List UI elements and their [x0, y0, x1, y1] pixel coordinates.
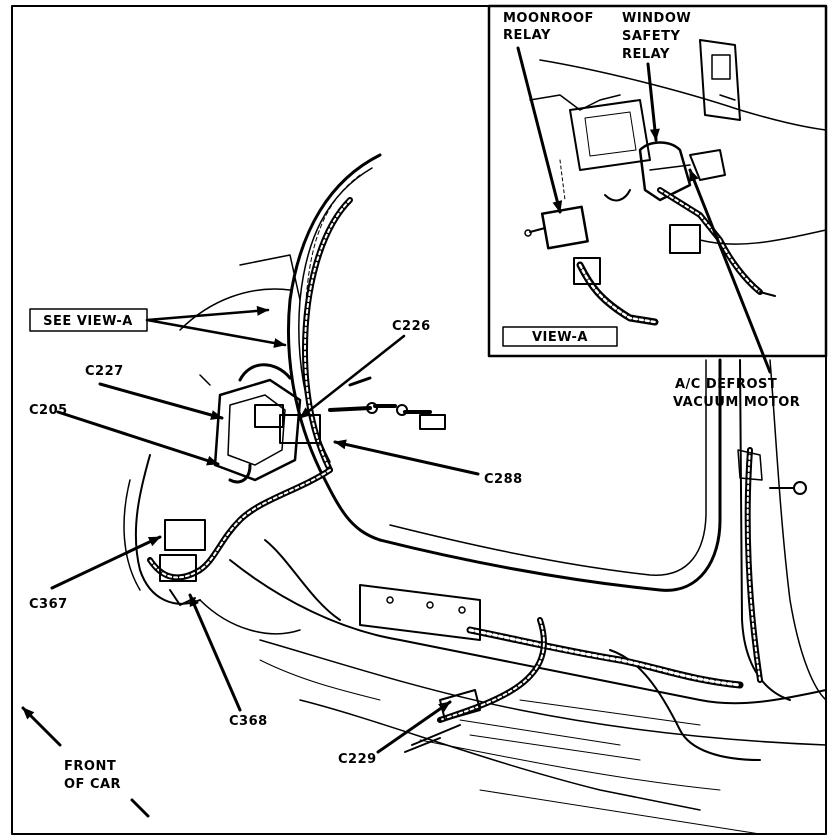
c368-label: C368 — [229, 714, 268, 729]
view-a-label: VIEW-A — [532, 330, 588, 345]
c229-arrow — [376, 700, 452, 754]
c205-label: C205 — [29, 403, 68, 418]
view-a-illustration — [524, 39, 827, 326]
see-view-a-label: SEE VIEW-A — [43, 314, 133, 329]
window-safety-relay-arrow — [646, 62, 660, 142]
view-a-label-box — [502, 326, 618, 347]
front-of-car-arrow — [21, 706, 62, 747]
ac-defrost-arrow — [688, 168, 772, 374]
c367-label: C367 — [29, 597, 68, 612]
c288-label: C288 — [484, 472, 523, 487]
front-of-car-label-line1: FRONT — [64, 759, 116, 774]
see-view-a-arrow-upper — [145, 305, 270, 322]
diagram-border — [11, 5, 827, 835]
window-safety-relay-label-line2: SAFETY — [622, 29, 681, 44]
vehicle-body-illustration — [123, 153, 827, 835]
view-a-frame — [487, 4, 828, 358]
front-of-car-tail — [130, 798, 150, 818]
moonroof-relay-label-line2: RELAY — [503, 28, 551, 43]
front-of-car-label-line2: OF CAR — [64, 777, 121, 792]
c227-label: C227 — [85, 364, 124, 379]
ac-defrost-label-line1: A/C DEFROST — [675, 377, 777, 392]
c367-arrow — [50, 535, 162, 590]
c288-arrow — [333, 439, 480, 476]
see-view-a-arrow-lower — [145, 318, 287, 348]
c227-arrow — [98, 382, 224, 420]
ac-defrost-label-line2: VACUUM MOTOR — [673, 395, 800, 410]
c226-arrow — [298, 334, 406, 420]
window-safety-relay-label-line1: WINDOW — [622, 11, 691, 26]
moonroof-relay-label-line1: MOONROOF — [503, 11, 594, 26]
view-a-inset: VIEW-A MOONROOF RELAY WINDOW SAFETY RELA… — [487, 4, 828, 358]
c205-arrow — [56, 410, 220, 466]
c368-arrow — [188, 593, 242, 712]
window-safety-relay-label-line3: RELAY — [622, 47, 670, 62]
moonroof-relay-arrow — [516, 46, 563, 214]
c226-label: C226 — [392, 319, 431, 334]
c229-label: C229 — [338, 752, 377, 767]
